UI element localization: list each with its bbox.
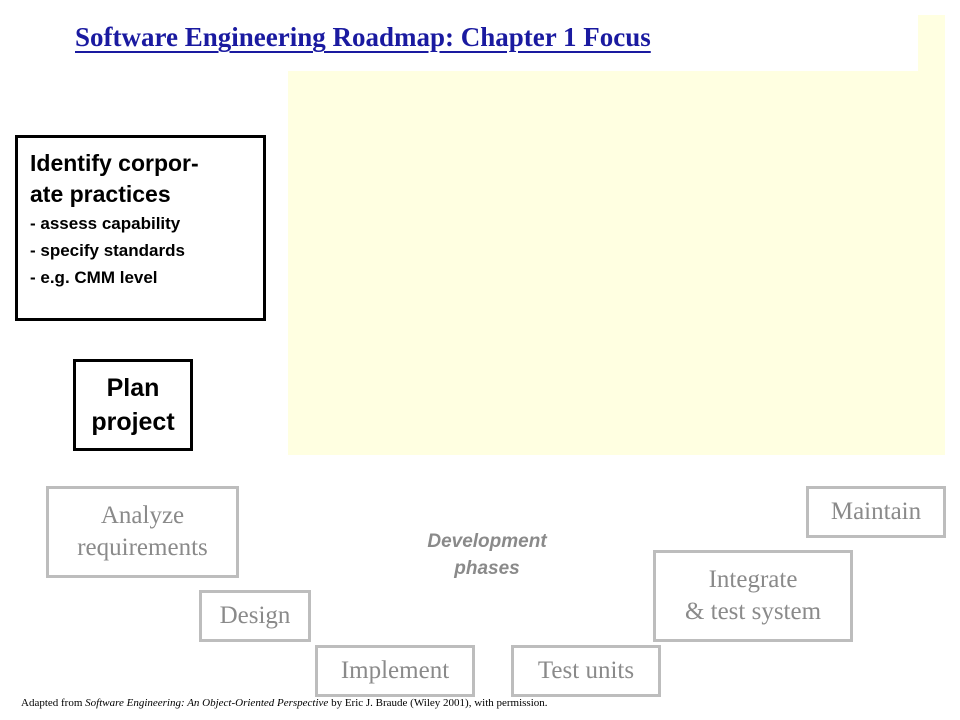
plan-project-box: Plan project [73,359,193,451]
integrate-line2: & test system [684,598,822,625]
title-background [70,15,918,71]
design-label: Design [219,602,291,629]
credit-suffix: by Eric J. Braude (Wiley 2001), with per… [328,697,548,709]
implement-phase: Implement [315,645,475,697]
analyze-line2: requirements [77,534,208,561]
test-units-phase: Test units [511,645,661,697]
design-phase: Design [199,590,311,642]
maintain-phase: Maintain [806,486,946,538]
analyze-line1: Analyze [100,502,185,529]
cmm-level-item: - e.g. CMM level [30,268,158,287]
integrate-test-system-phase: Integrate & test system [653,550,853,642]
assess-capability-item: - assess capability [30,214,181,233]
analyze-requirements-phase: Analyze requirements [46,486,239,578]
corporate-practices-heading-line2: ate practices [30,181,171,207]
test-units-label: Test units [537,657,635,684]
plan-project-line2: project [91,408,175,436]
specify-standards-item: - specify standards [30,241,185,260]
implement-label: Implement [340,657,450,684]
credit-book-title: Software Engineering: An Object-Oriented… [85,697,329,709]
development-phases-label: Development phases [382,528,592,582]
maintain-label: Maintain [830,498,922,525]
development-phases-line2: phases [454,558,520,579]
integrate-line1: Integrate [708,566,798,593]
credit-line: Adapted from Software Engineering: An Ob… [21,697,548,709]
slide-title: Software Engineering Roadmap: Chapter 1 … [75,22,651,52]
corporate-practices-box: Identify corpor- ate practices - assess … [15,135,266,321]
plan-project-line1: Plan [106,374,160,402]
corporate-practices-heading-line1: Identify corpor- [30,150,199,176]
credit-prefix: Adapted from [21,697,86,709]
development-phases-line1: Development [427,531,547,552]
chapter-focus-panel [288,15,945,455]
